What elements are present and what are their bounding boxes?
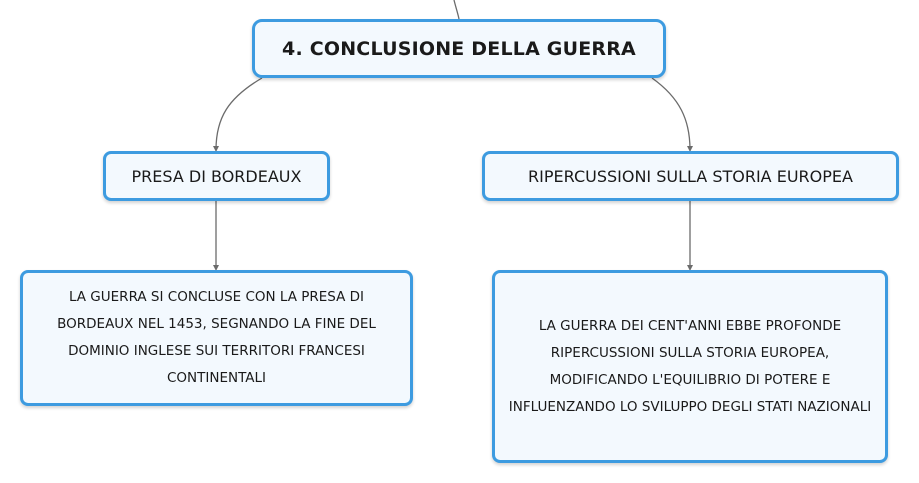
leaf-text: LA GUERRA DEI CENT'ANNI EBBE PROFONDE RI… bbox=[508, 317, 872, 415]
root-title: 4. CONCLUSIONE DELLA GUERRA bbox=[282, 37, 636, 60]
branch-title: RIPERCUSSIONI SULLA STORIA EUROPEA bbox=[528, 166, 853, 186]
incoming-connector bbox=[453, 0, 460, 20]
leaf-node-presa-di-bordeaux[interactable]: LA GUERRA SI CONCLUSE CON LA PRESA DI BO… bbox=[20, 270, 413, 406]
leaf-text: LA GUERRA SI CONCLUSE CON LA PRESA DI BO… bbox=[57, 289, 376, 386]
branch-node-ripercussioni[interactable]: RIPERCUSSIONI SULLA STORIA EUROPEA bbox=[482, 151, 899, 201]
root-node[interactable]: 4. CONCLUSIONE DELLA GUERRA bbox=[252, 19, 666, 78]
connector-root-to-left bbox=[213, 77, 263, 152]
connector-root-to-right bbox=[651, 77, 693, 152]
branch-title: PRESA DI BORDEAUX bbox=[131, 166, 302, 186]
leaf-node-ripercussioni[interactable]: LA GUERRA DEI CENT'ANNI EBBE PROFONDE RI… bbox=[492, 270, 888, 463]
branch-node-presa-di-bordeaux[interactable]: PRESA DI BORDEAUX bbox=[103, 151, 330, 201]
